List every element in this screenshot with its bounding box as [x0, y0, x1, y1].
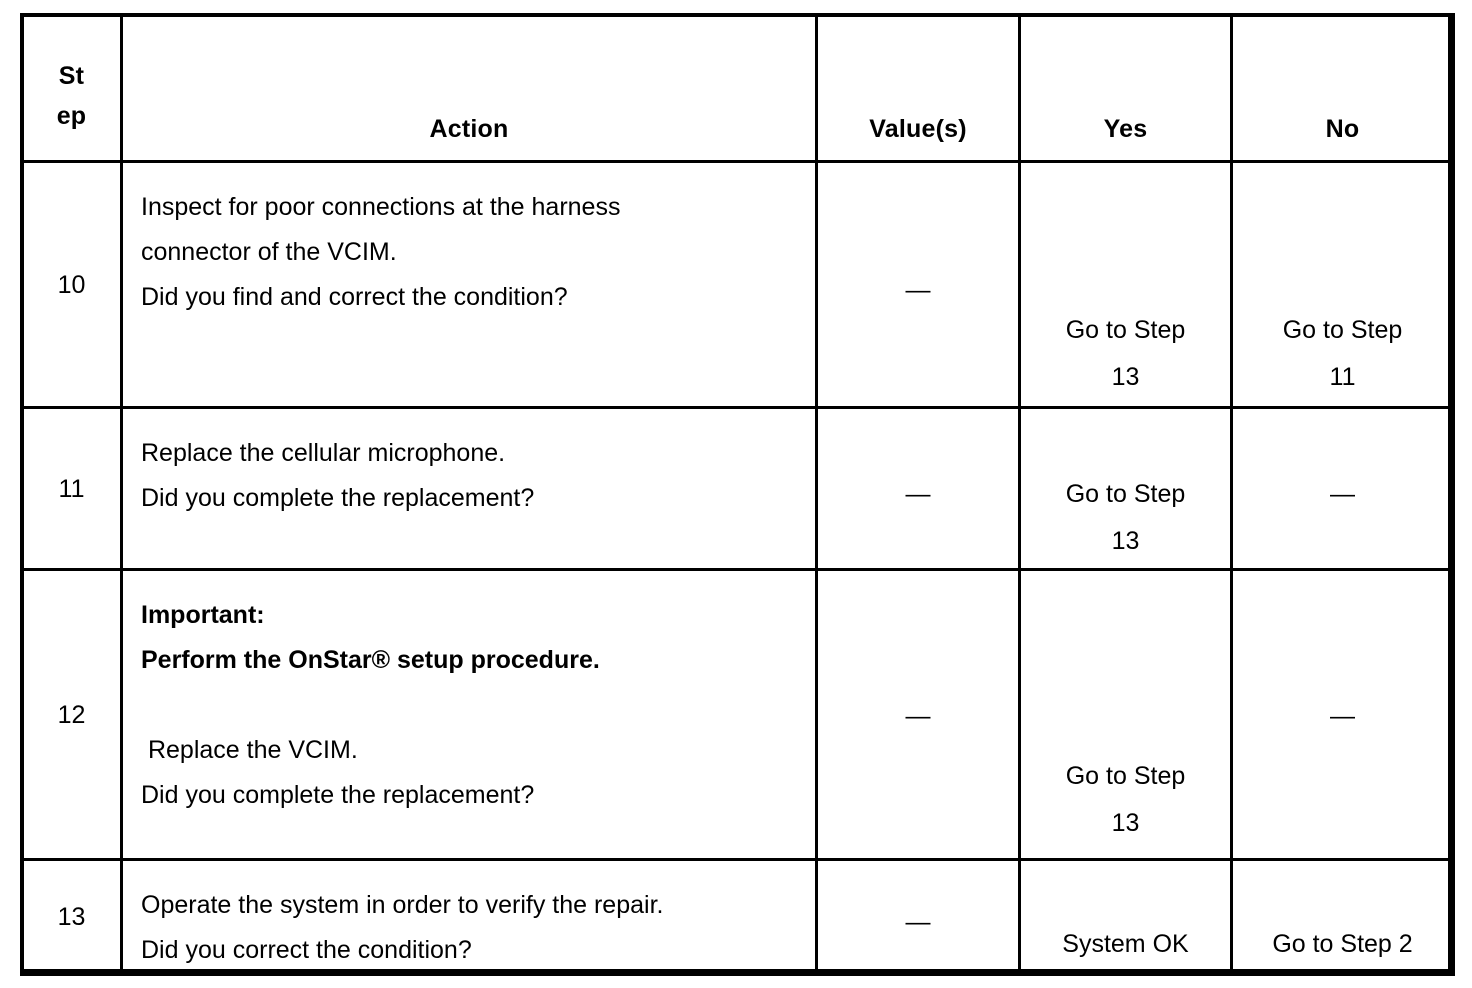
- step-number: 13: [57, 903, 86, 931]
- table-row: 12 Important: Perform the OnStar® setup …: [20, 568, 1455, 861]
- no-outcome-line2: 11: [1329, 363, 1356, 391]
- yes-outcome-line1: Go to Step: [1065, 762, 1186, 790]
- value-cell: —: [815, 160, 1021, 409]
- value-cell: —: [815, 858, 1021, 976]
- no-outcome-cell: —: [1230, 406, 1455, 571]
- column-header-no: No: [1230, 13, 1455, 163]
- no-outcome-cell: Go to Step 11: [1230, 160, 1455, 409]
- value-dash: —: [905, 276, 931, 304]
- action-line: Replace the VCIM.: [141, 736, 358, 764]
- column-header-yes-label: Yes: [1103, 115, 1148, 143]
- column-header-no-label: No: [1325, 115, 1360, 143]
- yes-outcome-line2: 13: [1111, 527, 1140, 555]
- action-cell: Inspect for poor connections at the harn…: [120, 160, 818, 409]
- value-dash: —: [905, 908, 931, 936]
- table-row: 11 Replace the cellular microphone. Did …: [20, 406, 1455, 571]
- action-cell: Replace the cellular microphone. Did you…: [120, 406, 818, 571]
- action-line: Did you complete the replacement?: [141, 484, 535, 512]
- table-row: 10 Inspect for poor connections at the h…: [20, 160, 1455, 409]
- action-line: Operate the system in order to verify th…: [141, 891, 664, 919]
- yes-outcome-cell: System OK: [1018, 858, 1233, 976]
- action-line: Did you correct the condition?: [141, 936, 472, 964]
- action-cell: Important: Perform the OnStar® setup pro…: [120, 568, 818, 861]
- column-header-values: Value(s): [815, 13, 1021, 163]
- no-outcome-line1: Go to Step: [1282, 316, 1403, 344]
- table-header-row: St ep Action Value(s) Yes No: [20, 13, 1455, 163]
- step-number-cell: 11: [20, 406, 123, 571]
- yes-outcome-line1: System OK: [1062, 930, 1189, 958]
- column-header-values-label: Value(s): [869, 115, 967, 143]
- action-line: Did you complete the replacement?: [141, 781, 535, 809]
- table-row: 13 Operate the system in order to verify…: [20, 858, 1455, 976]
- yes-outcome-line2: 13: [1111, 809, 1140, 837]
- column-header-action-label: Action: [429, 115, 509, 143]
- value-cell: —: [815, 406, 1021, 571]
- yes-outcome-line1: Go to Step: [1065, 316, 1186, 344]
- action-line: Inspect for poor connections at the harn…: [141, 193, 621, 221]
- yes-outcome-cell: Go to Step 13: [1018, 568, 1233, 861]
- step-number: 10: [57, 270, 86, 299]
- action-line-spacer: [141, 683, 803, 728]
- action-cell: Operate the system in order to verify th…: [120, 858, 818, 976]
- no-outcome-line1: Go to Step 2: [1272, 930, 1413, 958]
- action-line: Replace the cellular microphone.: [141, 439, 506, 467]
- action-line: Did you find and correct the condition?: [141, 283, 568, 311]
- column-header-yes: Yes: [1018, 13, 1233, 163]
- diagnostic-step-table: St ep Action Value(s) Yes No: [20, 13, 1455, 976]
- step-number: 12: [57, 700, 86, 729]
- no-outcome-cell: —: [1230, 568, 1455, 861]
- column-header-action: Action: [120, 13, 818, 163]
- no-outcome-cell: Go to Step 2: [1230, 858, 1455, 976]
- value-cell: —: [815, 568, 1021, 861]
- no-outcome-line1: —: [1330, 480, 1355, 508]
- value-dash: —: [905, 480, 931, 508]
- no-outcome-line1: —: [1330, 702, 1355, 730]
- yes-outcome-cell: Go to Step 13: [1018, 160, 1233, 409]
- step-number-cell: 12: [20, 568, 123, 861]
- column-header-step: St ep: [20, 13, 123, 163]
- yes-outcome-line1: Go to Step: [1065, 480, 1186, 508]
- action-important-text: Perform the OnStar® setup procedure.: [141, 646, 600, 674]
- value-dash: —: [905, 702, 931, 730]
- column-header-step-line2: ep: [56, 102, 87, 130]
- yes-outcome-line2: 13: [1111, 363, 1140, 391]
- step-number: 11: [58, 474, 85, 503]
- yes-outcome-cell: Go to Step 13: [1018, 406, 1233, 571]
- column-header-step-line1: St: [58, 62, 85, 90]
- step-number-cell: 13: [20, 858, 123, 976]
- step-number-cell: 10: [20, 160, 123, 409]
- action-line: connector of the VCIM.: [141, 238, 397, 266]
- action-important-label: Important:: [141, 601, 265, 629]
